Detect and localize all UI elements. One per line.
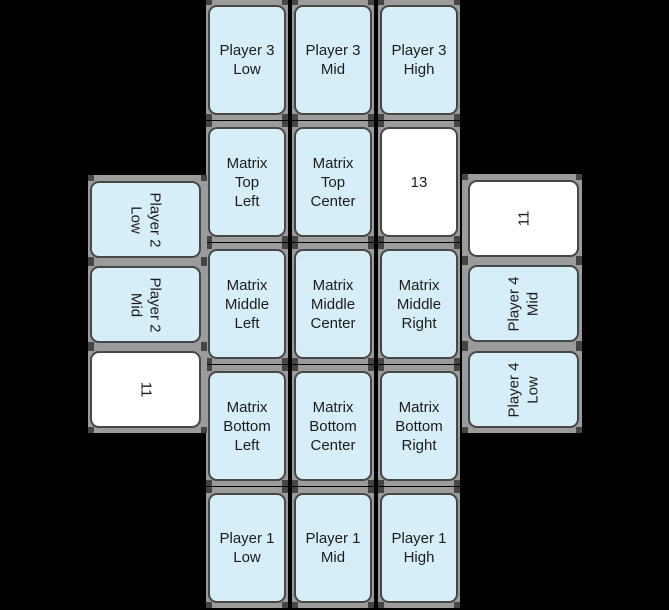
card-matrix-middle-left[interactable]: Matrix Middle Left xyxy=(208,249,286,359)
card-matrix-middle-right[interactable]: Matrix Middle Right xyxy=(380,249,458,359)
card-matrix-top-left[interactable]: Matrix Top Left xyxy=(208,127,286,237)
card-label: Player 3 Low xyxy=(219,42,275,78)
card-label: Player 1 High xyxy=(391,530,447,566)
card-label: Matrix Bottom Center xyxy=(309,398,357,454)
card-player3-mid[interactable]: Player 3 Mid xyxy=(294,5,372,115)
card-player1-high[interactable]: Player 1 High xyxy=(380,493,458,603)
card-label: Matrix Top Left xyxy=(226,154,268,210)
card-label: 11 xyxy=(514,210,532,227)
card-player2-mid[interactable]: Player 2 Mid xyxy=(90,266,201,343)
card-player3-low[interactable]: Player 3 Low xyxy=(208,5,286,115)
card-label: Matrix Middle Right xyxy=(396,276,442,332)
card-label: 13 xyxy=(410,173,428,191)
card-matrix-bottom-right[interactable]: Matrix Bottom Right xyxy=(380,371,458,481)
card-label: Player 1 Mid xyxy=(305,530,361,566)
card-label: Player 2 Low xyxy=(127,191,164,248)
card-label: Matrix Bottom Left xyxy=(223,398,271,454)
card-label: Matrix Bottom Right xyxy=(395,398,443,454)
card-label: Player 3 Mid xyxy=(305,42,361,78)
card-label: Player 1 Low xyxy=(219,530,275,566)
card-matrix-bottom-center[interactable]: Matrix Bottom Center xyxy=(294,371,372,481)
card-player4-mid[interactable]: Player 4 Mid xyxy=(468,265,579,342)
card-label: Player 2 Mid xyxy=(127,276,164,333)
card-label: Matrix Middle Center xyxy=(310,276,356,332)
card-player3-high[interactable]: Player 3 High xyxy=(380,5,458,115)
card-played-13: 13 xyxy=(380,127,458,237)
card-player1-mid[interactable]: Player 1 Mid xyxy=(294,493,372,603)
card-label: Player 4 Mid xyxy=(505,275,542,332)
card-played-11-right: 11 xyxy=(468,180,579,257)
card-played-11-left: 11 xyxy=(90,351,201,428)
card-label: 11 xyxy=(136,381,154,398)
card-matrix-middle-center[interactable]: Matrix Middle Center xyxy=(294,249,372,359)
card-player4-low[interactable]: Player 4 Low xyxy=(468,351,579,428)
card-label: Player 4 Low xyxy=(505,361,542,418)
card-label: Player 3 High xyxy=(391,42,447,78)
card-matrix-top-center[interactable]: Matrix Top Center xyxy=(294,127,372,237)
card-label: Matrix Middle Left xyxy=(224,276,270,332)
card-player2-low[interactable]: Player 2 Low xyxy=(90,181,201,258)
card-player1-low[interactable]: Player 1 Low xyxy=(208,493,286,603)
card-label: Matrix Top Center xyxy=(310,154,356,210)
card-matrix-bottom-left[interactable]: Matrix Bottom Left xyxy=(208,371,286,481)
